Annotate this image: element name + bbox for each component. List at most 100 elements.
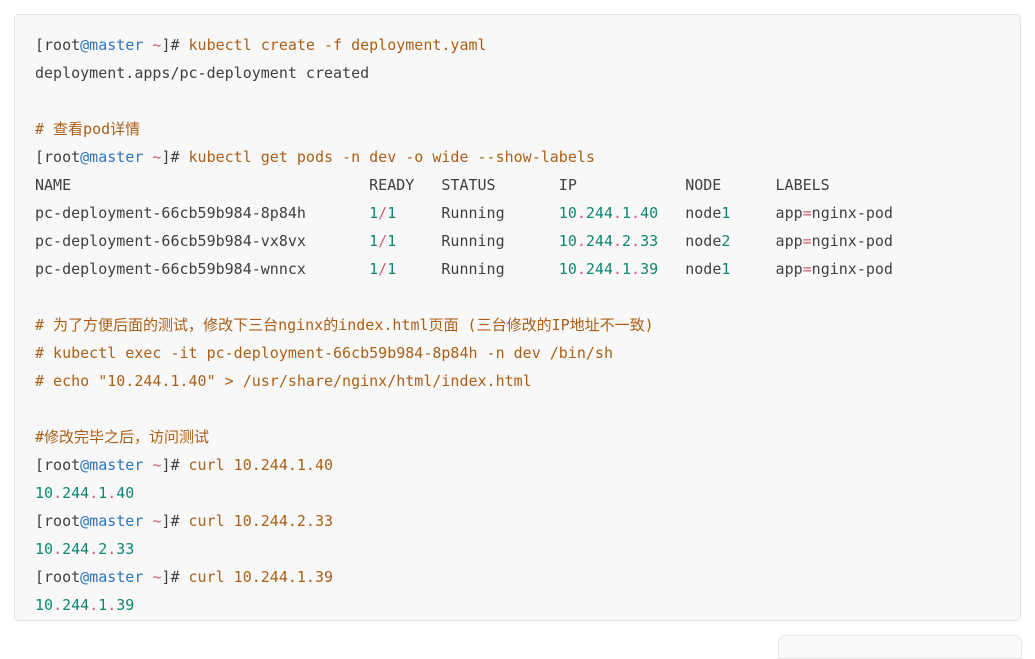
code-segment-plain: [root [35, 568, 81, 586]
code-segment-accent: / [378, 232, 388, 250]
code-segment-command: kubectl get pods -n dev -o wide --show-l… [188, 148, 595, 166]
code-segment-plain: deployment.apps/pc-deployment created [35, 64, 370, 82]
code-segment-accent: ~ [152, 512, 162, 530]
code-segment-number: 1 [387, 260, 397, 278]
code-line-18: [root@master ~]# curl 10.244.2.33 [35, 507, 1000, 535]
code-segment-comment: #修改完毕之后，访问测试 [35, 428, 210, 446]
code-segment-number: 1 [98, 596, 108, 614]
code-segment-comment: # echo "10.244.1.40" > /usr/share/nginx/… [35, 372, 532, 390]
code-segment-accent: . [576, 204, 586, 222]
code-segment-number: 244 [62, 596, 90, 614]
code-segment-number: 244 [62, 540, 90, 558]
code-segment-accent: . [612, 204, 623, 222]
code-line-2: deployment.apps/pc-deployment created [35, 59, 1000, 87]
code-segment-number: 244 [585, 204, 613, 222]
code-segment-number: 1 [622, 260, 632, 278]
code-segment-number: 1 [721, 204, 731, 222]
code-segment-plain: pc-deployment-66cb59b984-vx8vx [35, 232, 370, 250]
code-segment-number: 40 [640, 204, 659, 222]
code-segment-accent: = [802, 204, 812, 222]
code-segment-plain: pc-deployment-66cb59b984-8p84h [35, 204, 370, 222]
code-line-7: pc-deployment-66cb59b984-8p84h 1/1 Runni… [35, 199, 1000, 227]
code-segment-command: curl 10.244.1.40 [188, 456, 334, 474]
code-segment-plain: ]# [161, 568, 189, 586]
code-segment-plain: ]# [161, 36, 189, 54]
code-segment-number: 244 [62, 484, 90, 502]
code-line-8: pc-deployment-66cb59b984-vx8vx 1/1 Runni… [35, 227, 1000, 255]
code-segment-accent: . [576, 260, 586, 278]
code-segment-plain: ]# [161, 148, 189, 166]
code-segment-plain: app [730, 204, 803, 222]
code-segment-accent: ~ [152, 148, 162, 166]
code-segment-command: curl 10.244.2.33 [188, 512, 334, 530]
code-segment-accent: . [612, 232, 623, 250]
page: { "page": { "background": "#ffffff" }, "… [14, 14, 1022, 659]
code-line-4: # 查看pod详情 [35, 115, 1000, 143]
code-segment-plain: [root [35, 512, 81, 530]
code-segment-host: @master [80, 36, 144, 54]
code-line-1: [root@master ~]# kubectl create -f deplo… [35, 31, 1000, 59]
code-segment-comment: # kubectl exec -it pc-deployment-66cb59b… [35, 344, 613, 362]
code-line-19: 10.244.2.33 [35, 535, 1000, 563]
code-segment-accent: . [53, 596, 63, 614]
code-segment-number: 39 [116, 596, 135, 614]
next-code-block-partial [778, 635, 1022, 659]
code-segment-accent: ~ [152, 36, 162, 54]
code-segment-number: 1 [369, 204, 379, 222]
code-segment-number: 10 [35, 484, 54, 502]
code-segment-number: 40 [116, 484, 135, 502]
code-segment-plain: node [658, 232, 722, 250]
code-segment-plain: [root [35, 36, 81, 54]
code-segment-accent: ~ [152, 568, 162, 586]
code-segment-command: kubectl create -f deployment.yaml [188, 36, 487, 54]
code-segment-number: 1 [387, 232, 397, 250]
code-segment-accent: / [378, 260, 388, 278]
code-segment-plain: [root [35, 456, 81, 474]
code-segment-plain: Running [396, 232, 559, 250]
code-segment-accent: . [107, 484, 117, 502]
code-segment-accent: . [53, 540, 63, 558]
code-line-5: [root@master ~]# kubectl get pods -n dev… [35, 143, 1000, 171]
code-segment-number: 2 [721, 232, 731, 250]
code-line-21: 10.244.1.39 [35, 591, 1000, 619]
code-segment-accent: . [631, 260, 641, 278]
code-segment-number: 1 [98, 484, 108, 502]
code-segment-plain: [root [35, 148, 81, 166]
code-line-9: pc-deployment-66cb59b984-wnncx 1/1 Runni… [35, 255, 1000, 283]
code-line-13: # echo "10.244.1.40" > /usr/share/nginx/… [35, 367, 1000, 395]
code-segment-host: @master [80, 512, 144, 530]
code-segment-accent: = [802, 232, 812, 250]
code-segment-number: 2 [622, 232, 632, 250]
code-segment-number: 10 [35, 596, 54, 614]
code-segment-accent: . [53, 484, 63, 502]
code-segment-number: 33 [116, 540, 135, 558]
code-segment-number: 1 [622, 204, 632, 222]
code-segment-plain: nginx-pod [811, 260, 893, 278]
code-segment-command: curl 10.244.1.39 [188, 568, 334, 586]
code-segment-plain: nginx-pod [811, 232, 893, 250]
code-line-3 [35, 87, 1000, 115]
code-segment-plain: app [730, 260, 803, 278]
code-segment-number: 2 [98, 540, 108, 558]
code-segment-comment: # 为了方便后面的测试，修改下三台nginx的index.html页面 (三台修… [35, 316, 654, 334]
code-segment-plain: Running [396, 260, 559, 278]
code-line-12: # kubectl exec -it pc-deployment-66cb59b… [35, 339, 1000, 367]
code-segment-plain: ]# [161, 456, 189, 474]
code-segment-accent: ~ [152, 456, 162, 474]
code-segment-accent: . [107, 596, 117, 614]
code-line-10 [35, 283, 1000, 311]
code-segment-number: 244 [585, 260, 613, 278]
code-segment-number: 10 [558, 232, 577, 250]
code-line-11: # 为了方便后面的测试，修改下三台nginx的index.html页面 (三台修… [35, 311, 1000, 339]
code-segment-comment: # 查看pod详情 [35, 120, 141, 138]
code-line-16: [root@master ~]# curl 10.244.1.40 [35, 451, 1000, 479]
code-segment-host: @master [80, 568, 144, 586]
code-segment-plain: pc-deployment-66cb59b984-wnncx [35, 260, 370, 278]
code-segment-host: @master [80, 456, 144, 474]
code-line-6: NAME READY STATUS IP NODE LABELS [35, 171, 1000, 199]
code-segment-accent: . [89, 540, 99, 558]
code-line-15: #修改完毕之后，访问测试 [35, 423, 1000, 451]
code-segment-accent: . [89, 596, 99, 614]
code-segment-accent: . [89, 484, 99, 502]
code-segment-plain: app [730, 232, 803, 250]
